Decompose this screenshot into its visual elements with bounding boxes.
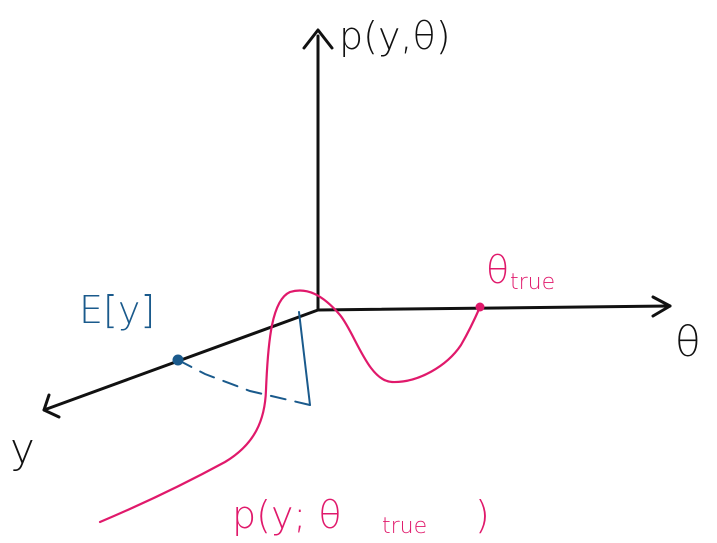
curve-label-close: ): [475, 493, 490, 537]
expectation-vertical-guide: [298, 311, 311, 406]
theta-true-subscript: true: [510, 270, 555, 295]
y-axis-label: y: [10, 424, 35, 473]
curve-label-subscript: true: [382, 514, 427, 539]
theta-axis: [316, 295, 672, 318]
theta-true-base: θ: [486, 248, 509, 292]
vertical-axis-label: p(y,θ): [339, 14, 451, 58]
expectation-marker: [172, 311, 311, 406]
vertical-axis: [302, 28, 334, 312]
theta-true-label: θ true: [486, 248, 555, 295]
theta-axis-label: θ: [675, 317, 701, 366]
probability-curve: [98, 289, 482, 524]
theta-true-point: [475, 302, 485, 312]
expectation-dashed-guide: [177, 359, 311, 406]
expectation-label: E[y]: [79, 288, 155, 332]
curve-label-base: p(y; θ: [232, 493, 342, 537]
curve-label: p(y; θ true ): [232, 493, 490, 539]
